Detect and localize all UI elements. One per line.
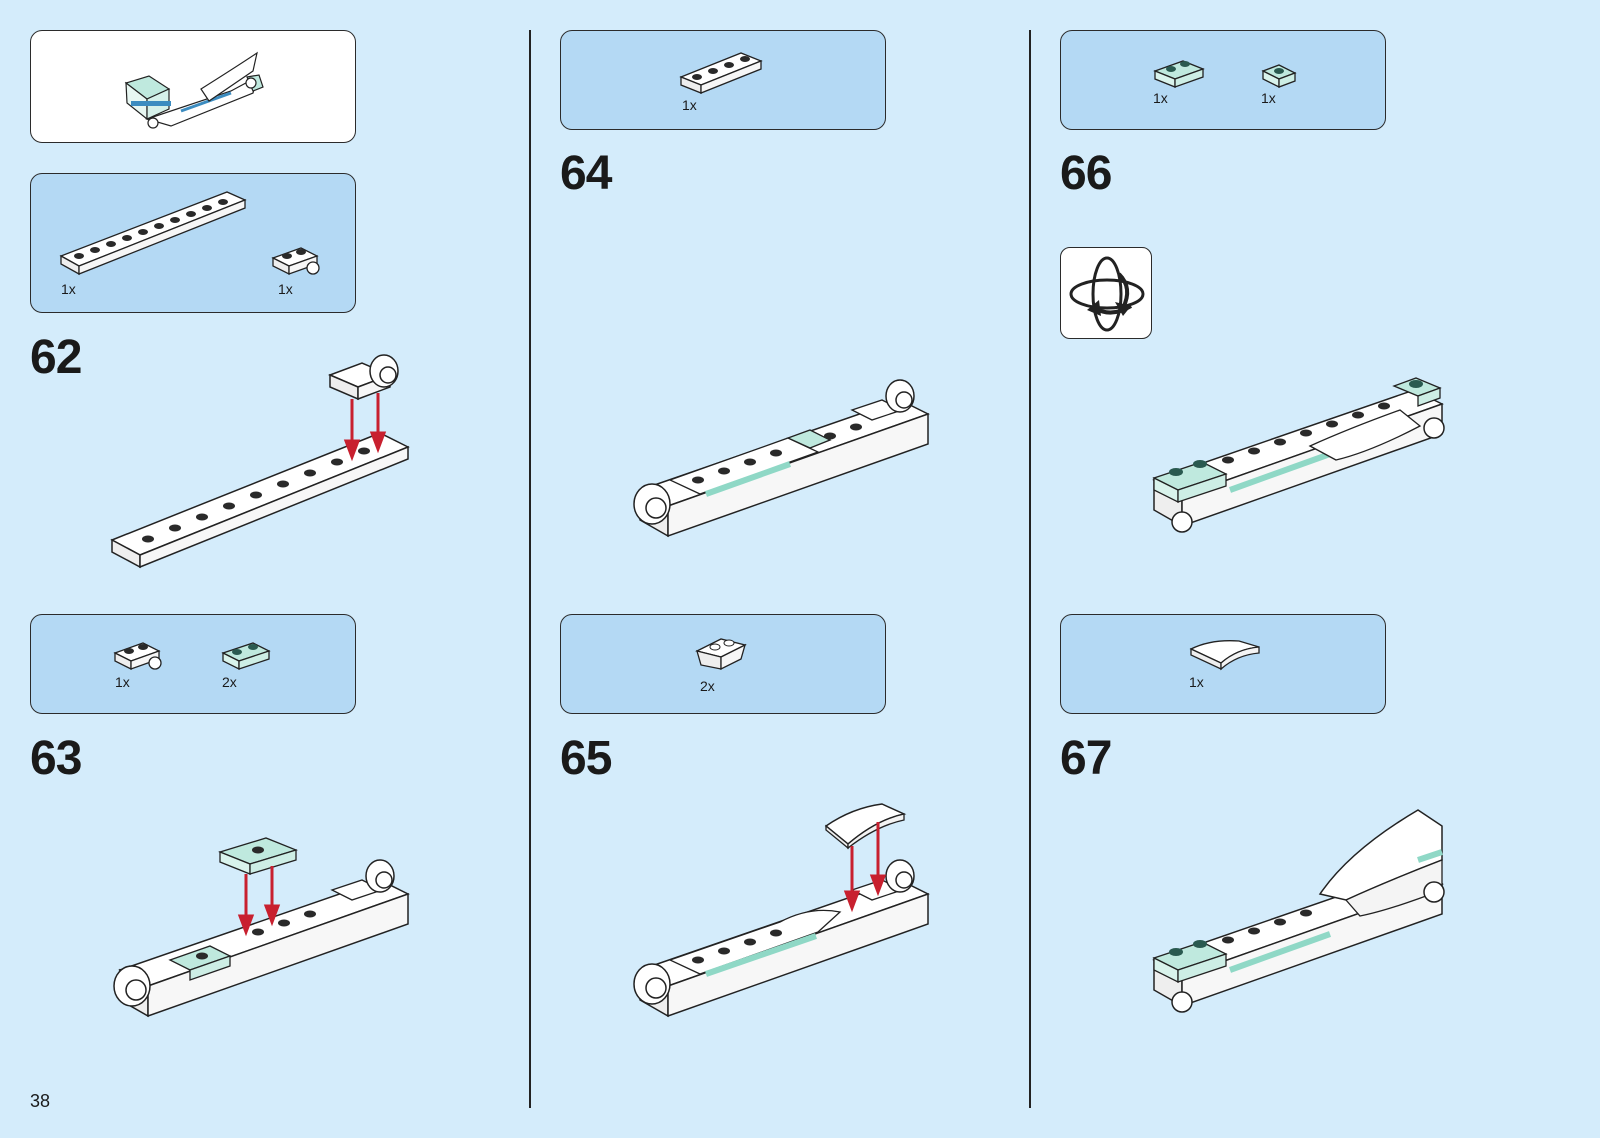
part-quantity: 2x: [700, 678, 715, 694]
step-number: 64: [560, 150, 611, 198]
column-divider-1: [529, 30, 531, 1108]
part-quantity: 1x: [115, 674, 130, 690]
inverted-slope-illustration: [561, 615, 887, 715]
step-number: 63: [30, 735, 81, 783]
trans-teal-plate-illustration: [223, 643, 269, 669]
plate-1x10-illustration: [31, 174, 357, 314]
submodel-preview-illustration: [31, 31, 357, 144]
step-number: 66: [1060, 150, 1111, 198]
step-66-assembly-illustration: [1150, 370, 1460, 550]
step-65-parts-callout: 2x: [560, 614, 886, 714]
part-quantity: 1x: [1189, 674, 1204, 690]
trans-teal-plate-illustration: [220, 838, 296, 874]
submodel-reference-box: [30, 30, 356, 143]
rotate-model-icon: [1060, 247, 1152, 339]
part-quantity: 1x: [61, 281, 76, 297]
part-quantity: 1x: [1261, 90, 1276, 106]
trans-teal-plate-illustration: [1061, 31, 1387, 131]
plate-with-clip-illustration: [273, 248, 319, 274]
step-64-parts-callout: 1x: [560, 30, 886, 130]
step-63-parts-callout: 1x 2x: [30, 614, 356, 714]
part-quantity: 1x: [1153, 90, 1168, 106]
trans-teal-tile-illustration: [1263, 65, 1295, 87]
step-64-assembly-illustration: [620, 380, 940, 560]
step-62-parts-callout: 1x 1x: [30, 173, 356, 313]
step-number: 65: [560, 735, 611, 783]
part-quantity: 1x: [682, 97, 697, 113]
curved-slope-illustration: [826, 804, 904, 848]
step-67-assembly-illustration: [1150, 820, 1460, 1020]
step-number: 67: [1060, 735, 1111, 783]
page-number: 38: [30, 1091, 50, 1112]
step-62-assembly-illustration: [100, 345, 420, 585]
plate-1x4-illustration: [561, 31, 887, 131]
step-66-parts-callout: 1x 1x: [1060, 30, 1386, 130]
step-63-assembly-illustration: [100, 840, 420, 1020]
plate-with-clip-illustration: [31, 615, 357, 715]
part-quantity: 1x: [278, 281, 293, 297]
column-divider-2: [1029, 30, 1031, 1108]
step-67-parts-callout: 1x: [1060, 614, 1386, 714]
part-quantity: 2x: [222, 674, 237, 690]
step-number: 62: [30, 334, 81, 382]
curved-slope-illustration: [1061, 615, 1387, 715]
step-65-assembly-illustration: [620, 800, 940, 1020]
